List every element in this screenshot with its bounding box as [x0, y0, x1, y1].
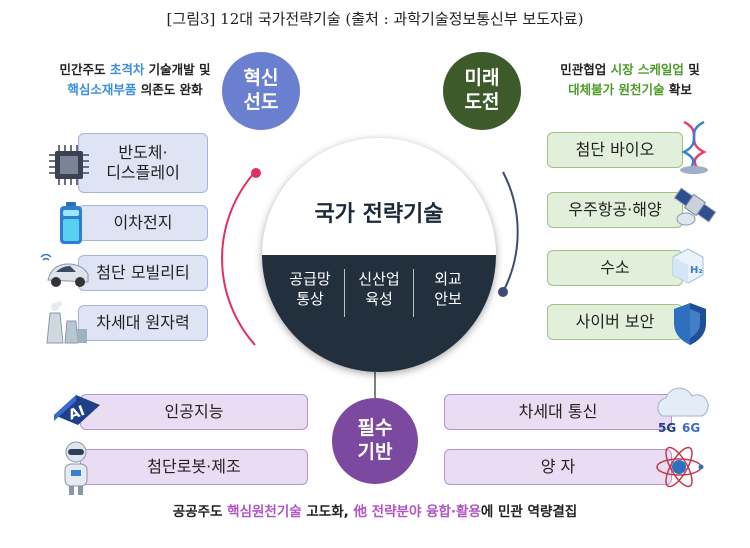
item-advanced-mobility: 첨단 모빌리티	[78, 255, 208, 291]
chip-icon	[46, 142, 92, 188]
satellite-icon	[672, 180, 718, 230]
battery-icon	[56, 200, 86, 246]
item-ai: 인공지능	[80, 394, 308, 430]
item-robot-manufacturing: 첨단로봇·제조	[80, 449, 308, 485]
right-arc-dot	[498, 287, 508, 297]
center-title: 국가 전략기술	[314, 201, 444, 227]
future-circle: 미래 도전	[443, 52, 521, 130]
hydrogen-icon: H₂	[668, 246, 708, 286]
essential-circle: 필수 기반	[332, 398, 418, 484]
goal-separator	[344, 269, 345, 317]
5g-6g-cloud-icon: 5G 6G	[648, 386, 712, 436]
right-arc	[502, 171, 519, 293]
5g-label: 5G	[658, 421, 676, 435]
item-next-gen-communication: 차세대 통신	[444, 394, 672, 430]
6g-label: 6G	[682, 421, 700, 435]
robot-icon	[56, 440, 96, 496]
left-arc	[221, 171, 256, 346]
item-cyber-security: 사이버 보안	[547, 304, 683, 340]
h2-label: H₂	[690, 265, 703, 276]
left-arc-dot	[251, 168, 261, 178]
item-aerospace-ocean: 우주항공·해양	[547, 192, 683, 228]
innovation-circle: 혁신 선도	[222, 52, 300, 130]
footer-description: 공공주도 핵심원천기술 고도화, 他 전략분야 융합·활용에 민관 역량결집	[172, 504, 578, 520]
innovation-description: 민간주도 초격차 기술개발 및 핵심소재부품 의존도 완화	[59, 62, 211, 97]
car-icon	[40, 253, 92, 293]
item-quantum: 양 자	[444, 449, 672, 485]
item-next-gen-nuclear: 차세대 원자력	[78, 305, 208, 341]
item-hydrogen: 수소	[547, 250, 683, 286]
goal-separator	[413, 269, 414, 317]
item-semiconductor-display: 반도체· 디스플레이	[78, 133, 208, 193]
figure-caption: [그림3] 12대 국가전략기술 (출처 : 과학기술정보통신부 보도자료)	[166, 10, 584, 28]
dna-icon	[672, 118, 716, 174]
nuclear-plant-icon	[40, 298, 90, 348]
item-secondary-battery: 이차전지	[78, 205, 208, 241]
future-description: 민관협업 시장 스케일업 및 대체불가 원천기술 확보	[560, 62, 700, 97]
shield-icon	[668, 300, 712, 348]
ai-icon: AI	[50, 388, 104, 432]
ai-label: AI	[66, 403, 87, 424]
item-advanced-bio: 첨단 바이오	[547, 132, 683, 168]
atom-icon	[654, 442, 704, 492]
